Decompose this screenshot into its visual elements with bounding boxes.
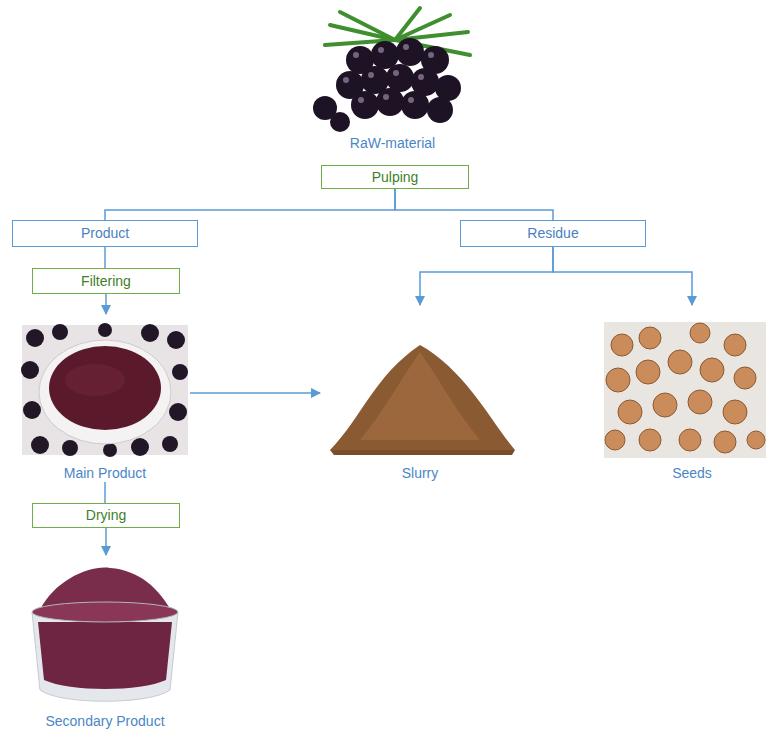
box-label: Pulping bbox=[372, 169, 419, 186]
picture-caption: Secondary Product bbox=[20, 712, 190, 730]
box-label: Residue bbox=[527, 225, 578, 242]
seeds-node: Seeds bbox=[618, 305, 766, 482]
slurry-picture bbox=[330, 345, 515, 455]
main-product-node: Main Product bbox=[20, 314, 190, 482]
slurry-node: Slurry bbox=[320, 305, 520, 482]
seeds-picture bbox=[604, 322, 766, 458]
connector-arrow bbox=[420, 247, 553, 305]
secondary-product-node: Secondary Product bbox=[20, 555, 190, 730]
box-label: Drying bbox=[86, 507, 126, 524]
box-label: Product bbox=[81, 225, 129, 242]
berry-picture bbox=[313, 8, 470, 132]
connector-arrow bbox=[105, 528, 107, 555]
connector-line bbox=[104, 247, 106, 268]
process-box: Pulping bbox=[321, 165, 469, 189]
powder-bowl-picture bbox=[32, 568, 178, 702]
connector-line bbox=[105, 189, 395, 220]
box-label: Filtering bbox=[81, 273, 131, 290]
process-box: Drying bbox=[32, 503, 180, 528]
picture-caption: Main Product bbox=[20, 464, 190, 482]
picture-caption: Slurry bbox=[320, 464, 520, 482]
connector-arrow bbox=[190, 392, 320, 394]
connector-line bbox=[104, 482, 106, 503]
pulp-bowl-picture bbox=[21, 323, 188, 457]
output-box: Product bbox=[12, 220, 198, 247]
output-box: Residue bbox=[460, 220, 646, 247]
picture-caption: Seeds bbox=[618, 464, 766, 482]
process-box: Filtering bbox=[32, 268, 180, 294]
connector-arrow bbox=[553, 247, 692, 305]
connector-arrow bbox=[105, 294, 107, 314]
raw-material-node: RaW-material bbox=[305, 5, 480, 152]
picture-caption: RaW-material bbox=[305, 134, 480, 152]
connector-line bbox=[395, 189, 553, 220]
